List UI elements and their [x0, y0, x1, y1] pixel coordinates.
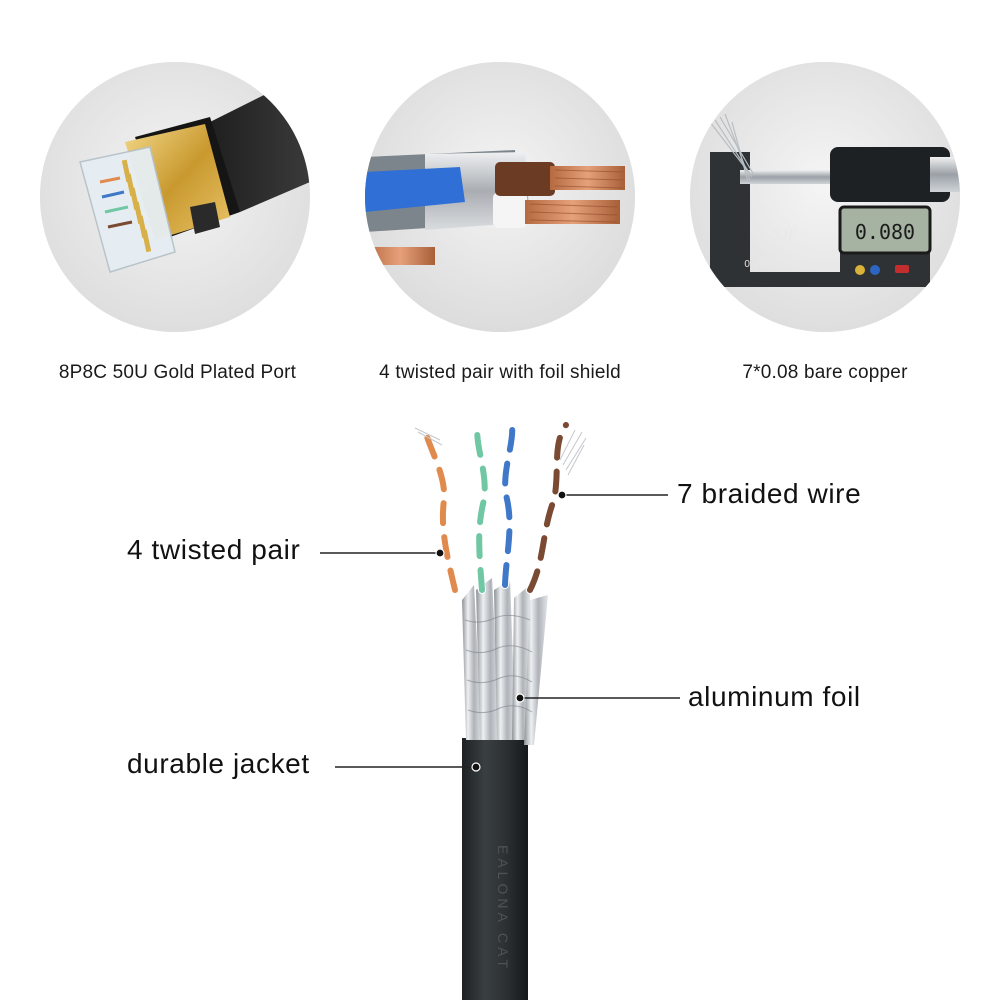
cable-structure-illustration: EALONA CAT: [320, 416, 680, 1000]
micrometer-display: 0.080: [855, 220, 915, 244]
feature-caption-connector: 8P8C 50U Gold Plated Port: [58, 362, 297, 383]
cable-cross-section-illustration: [365, 62, 635, 332]
micrometer-photo: 0.080 SJF 0-25mm 0.001mm: [690, 62, 960, 332]
cable-cross-section-photo: [365, 62, 635, 332]
feature-caption-twisted-pair: 4 twisted pair with foil shield: [379, 362, 621, 383]
rj45-connector-photo: [40, 62, 310, 332]
feature-caption-bare-copper: 7*0.08 bare copper: [742, 362, 908, 383]
callout-dot-braided-wire: [557, 490, 567, 500]
micrometer-range: 0-25mm 0.001mm: [744, 259, 825, 270]
callout-twisted-pair: 4 twisted pair: [127, 534, 301, 565]
braided-wire: [414, 427, 587, 476]
callout-dot-aluminum-foil: [515, 693, 525, 703]
aluminum-foil-pairs: [462, 578, 548, 745]
jacket-print: EALONA CAT: [495, 845, 511, 972]
twisted-pair-wires: [416, 416, 569, 594]
callout-durable-jacket: durable jacket: [127, 748, 310, 779]
rj45-connector-illustration: [40, 62, 310, 332]
callout-dot-twisted-pair: [435, 548, 445, 558]
callout-braided-wire: 7 braided wire: [677, 478, 862, 509]
callout-aluminum-foil: aluminum foil: [688, 681, 861, 712]
cable-jacket: [462, 738, 528, 1000]
callout-dot-durable-jacket: [471, 762, 481, 772]
micrometer-illustration: 0.080 SJF 0-25mm 0.001mm: [690, 62, 960, 332]
micrometer-brand: SJF: [773, 227, 798, 244]
